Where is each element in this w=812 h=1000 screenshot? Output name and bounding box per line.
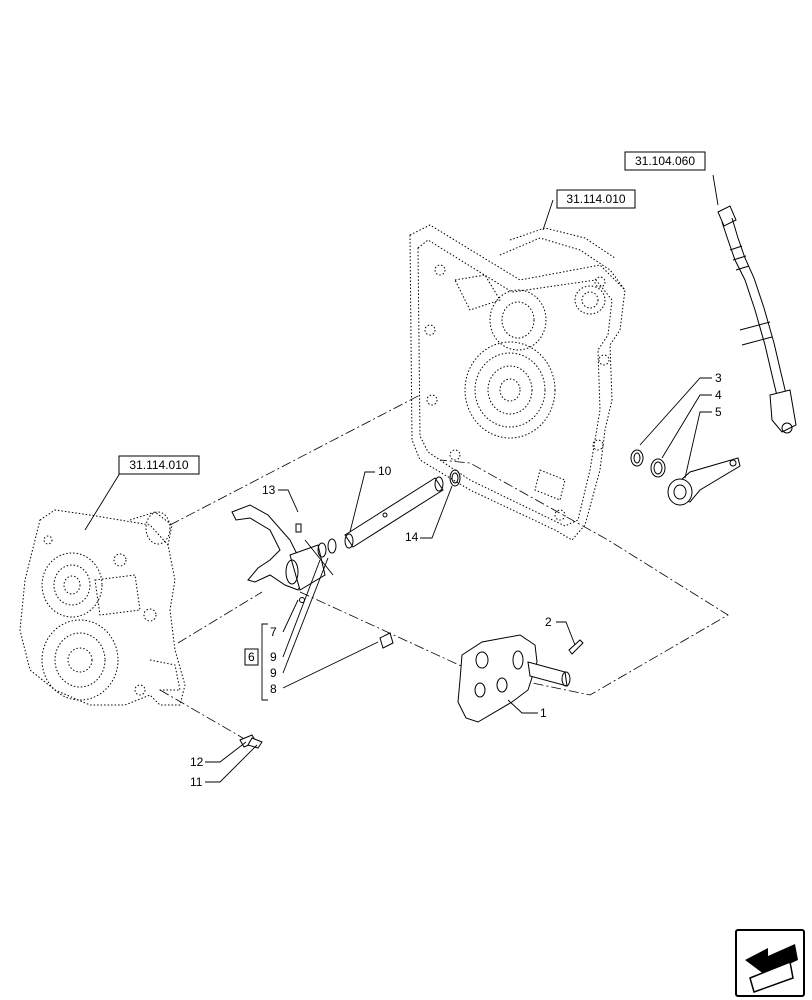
callout-12: 12	[190, 755, 204, 769]
callout-3: 3	[715, 371, 722, 385]
transmission-housing-left	[19, 509, 186, 706]
ref-label-cable[interactable]: 31.104.060	[635, 154, 695, 168]
arrow-icon[interactable]	[735, 929, 805, 997]
callout-8: 8	[270, 682, 277, 696]
ref-label-housing-right[interactable]: 31.114.010	[566, 192, 625, 206]
callout-11: 11	[190, 775, 203, 789]
ref-label-housing-left[interactable]: 31.114.010	[129, 458, 188, 472]
ref-box-housing-left[interactable]: 31.114.010	[118, 455, 200, 475]
callout-1: 1	[540, 706, 547, 720]
ref-box-cable[interactable]: 31.104.060	[624, 151, 706, 171]
callout-13: 13	[262, 483, 276, 497]
callout-5: 5	[715, 405, 722, 419]
callout-7: 7	[270, 625, 277, 639]
callout-9a: 9	[270, 650, 277, 664]
callout-4: 4	[715, 388, 722, 402]
leader-lines	[84, 174, 719, 783]
shift-fork	[231, 504, 337, 603]
selector-lever	[630, 449, 741, 506]
assembly-axes	[159, 394, 729, 746]
callout-6-box: 6	[244, 648, 259, 666]
control-cable	[717, 205, 797, 434]
callout-6: 6	[248, 650, 255, 664]
ref-box-housing-right[interactable]: 31.114.010	[556, 189, 636, 209]
callout-10: 10	[378, 464, 392, 478]
callout-9b: 9	[270, 666, 277, 680]
callout-2: 2	[545, 615, 552, 629]
selector-plate	[239, 632, 584, 749]
shift-shaft	[344, 469, 461, 549]
transmission-housing-right	[409, 224, 626, 541]
callout-14: 14	[405, 530, 419, 544]
